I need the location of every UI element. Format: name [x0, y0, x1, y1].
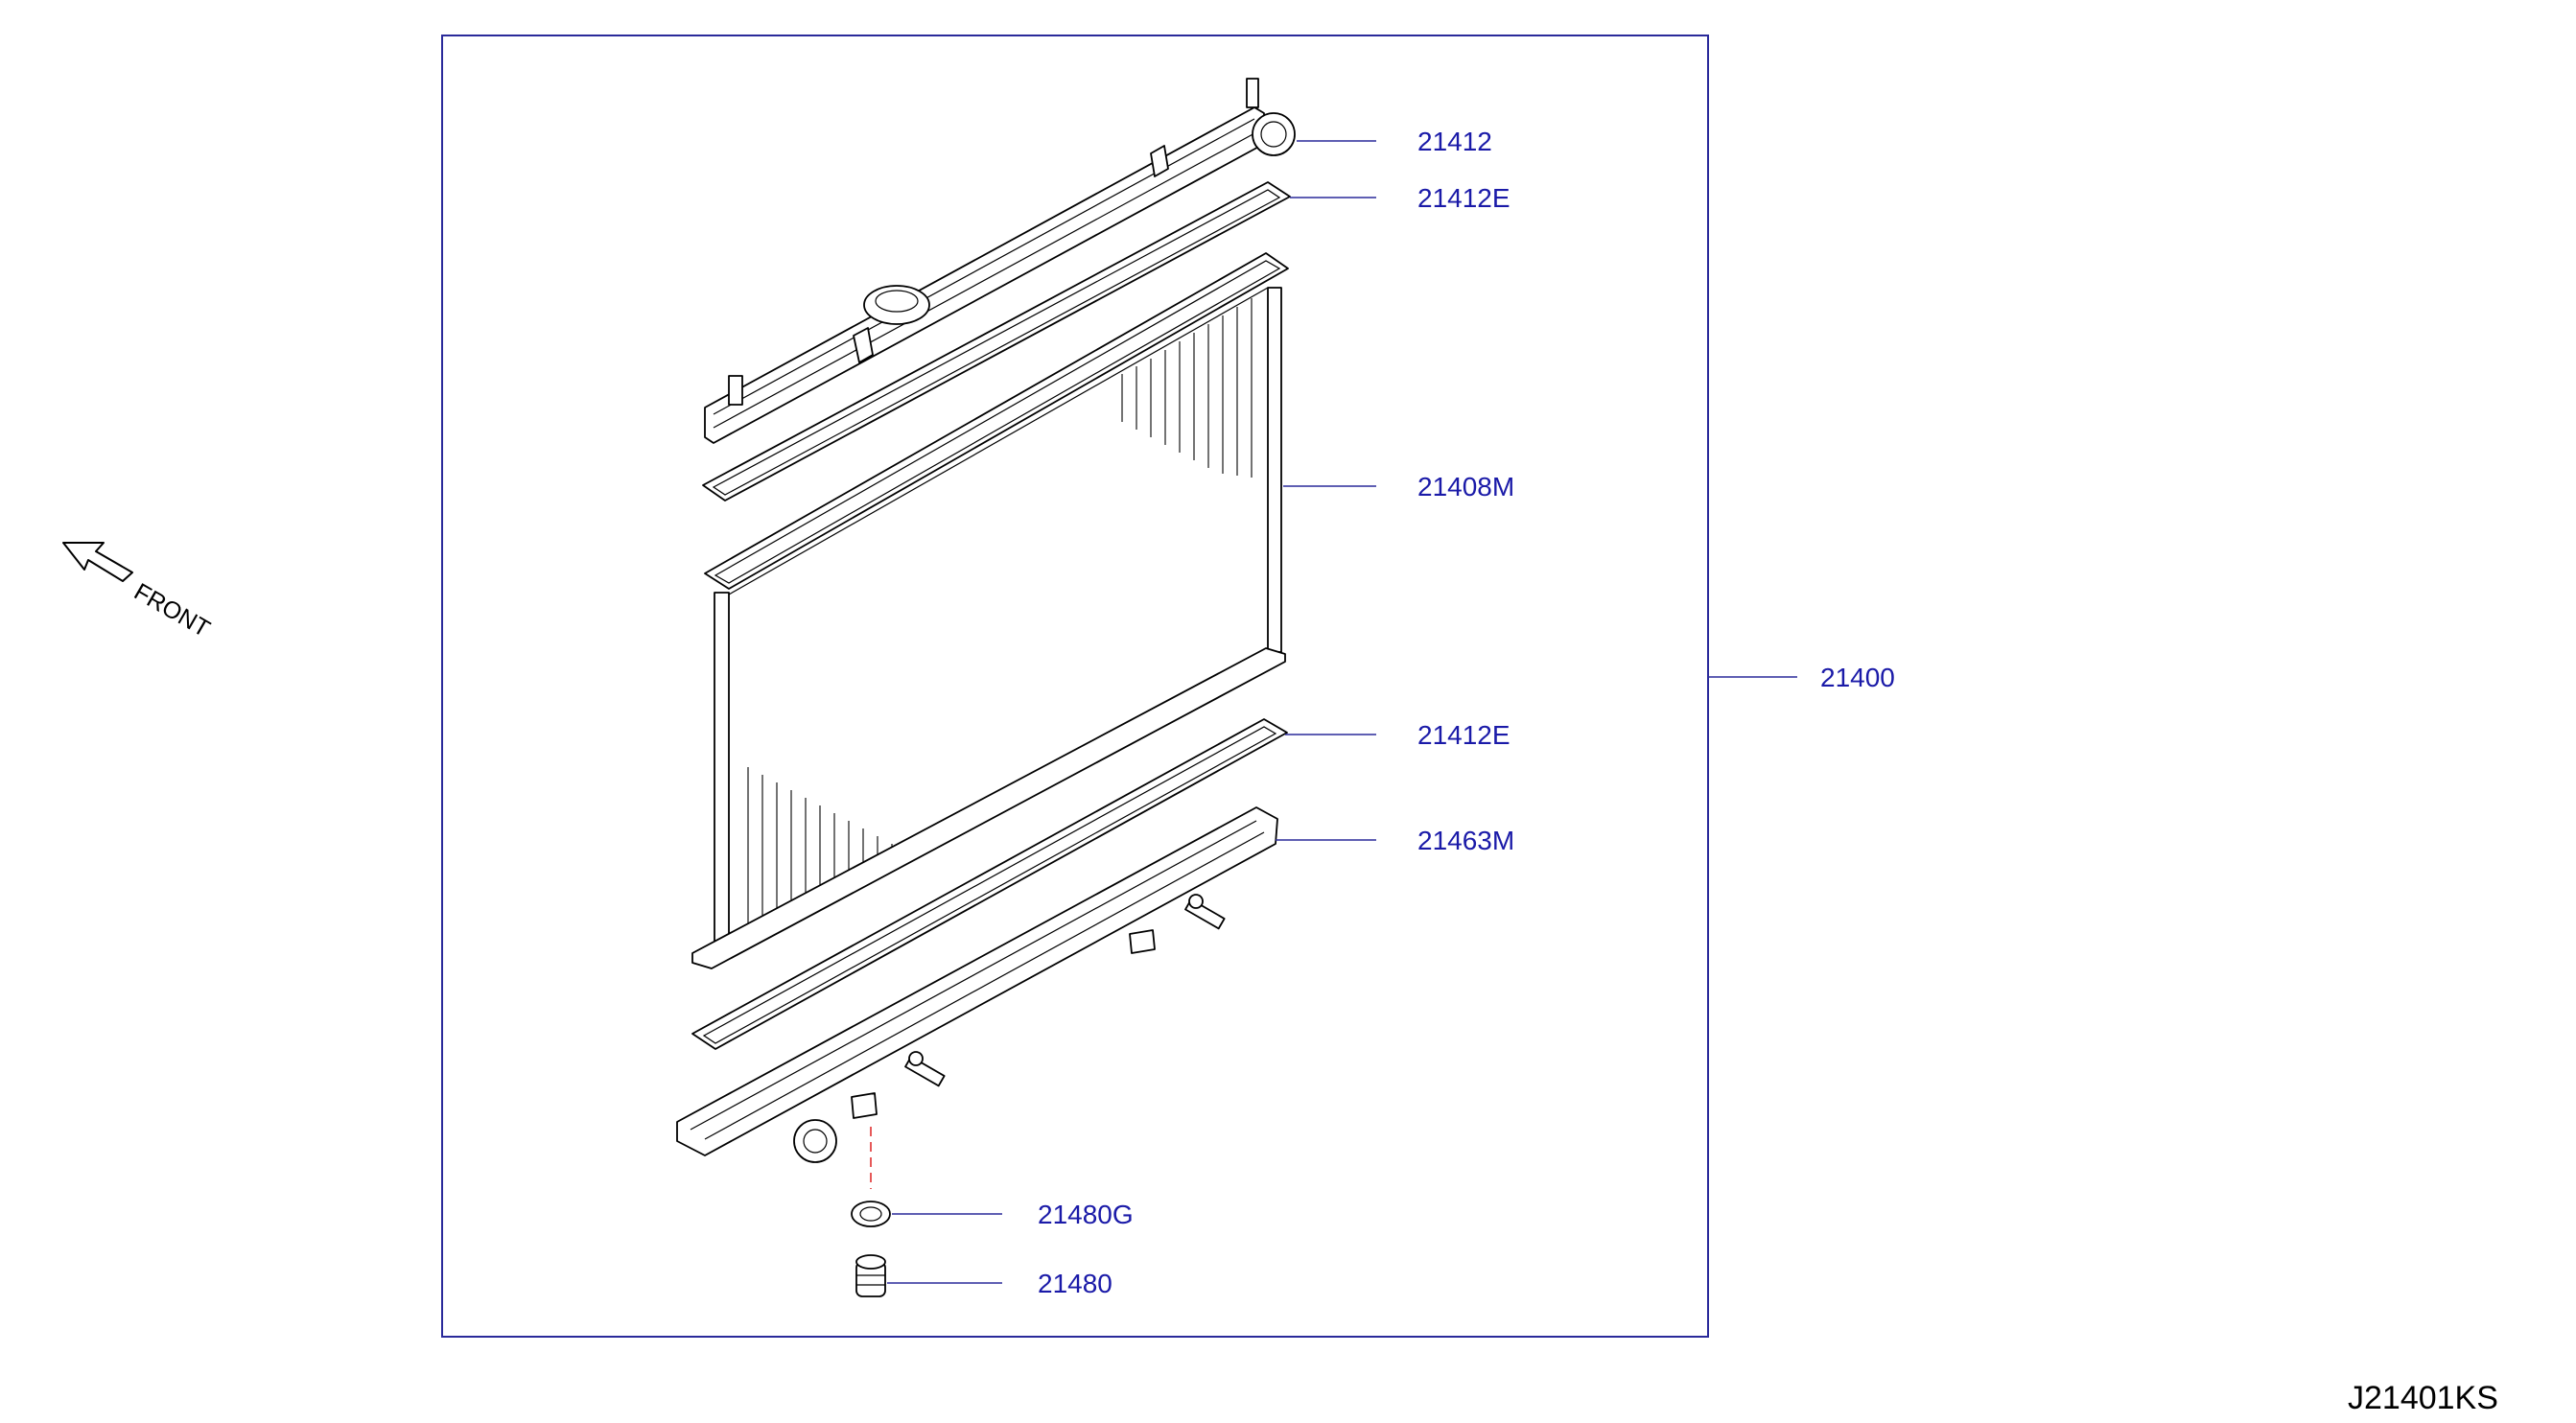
- part-label-21412E-lower[interactable]: 21412E: [1417, 720, 1510, 750]
- lower-tank-pipe-1: [904, 1051, 946, 1087]
- part-label-21408M[interactable]: 21408M: [1417, 472, 1514, 502]
- drawing-code: J21401KS: [2348, 1380, 2498, 1416]
- part-label-21480G[interactable]: 21480G: [1038, 1200, 1134, 1229]
- lower-tank-pipe-2: [1184, 894, 1226, 930]
- part-label-21480[interactable]: 21480: [1038, 1269, 1112, 1298]
- part-label-21412E-upper[interactable]: 21412E: [1417, 183, 1510, 213]
- drain-plug-drawing: [855, 1254, 886, 1297]
- part-label-21400[interactable]: 21400: [1820, 663, 1895, 692]
- front-direction-arrow-icon: [62, 542, 133, 582]
- part-label-21463M[interactable]: 21463M: [1417, 826, 1514, 855]
- front-label: FRONT: [129, 578, 215, 642]
- core-fins: [747, 298, 1253, 935]
- part-label-21412[interactable]: 21412: [1417, 127, 1492, 156]
- upper-tank-drawing: [704, 78, 1296, 444]
- upper-gasket-drawing: [702, 181, 1291, 502]
- assembly-frame: [441, 35, 1709, 1338]
- drain-gasket-drawing: [851, 1201, 891, 1227]
- lower-gasket-drawing: [691, 718, 1288, 1050]
- radiator-core-drawing: [691, 252, 1289, 969]
- lower-tank-drawing: [676, 806, 1278, 1163]
